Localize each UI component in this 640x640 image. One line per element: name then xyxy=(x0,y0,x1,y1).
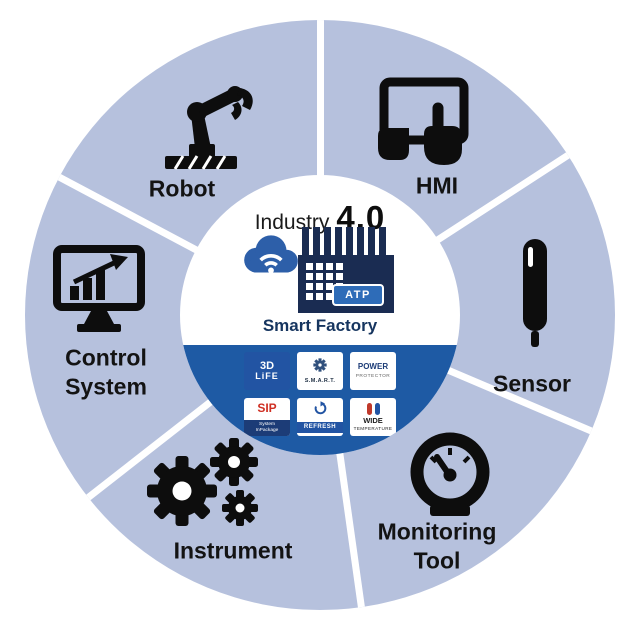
refresh-arrow-icon xyxy=(313,401,328,420)
title-word: Industry xyxy=(254,211,330,234)
badge-3d-life: 3D LiFE xyxy=(244,352,290,390)
segment-label-control: Control System xyxy=(65,344,147,399)
badge-sip-strip: System InPackage xyxy=(244,420,290,436)
badge-power-protector: POWER PROTECTOR xyxy=(350,352,396,390)
badge-3d-life-bottom: LiFE xyxy=(255,371,279,382)
thermometer-icon xyxy=(366,402,372,415)
segment-label-robot: Robot xyxy=(148,175,216,202)
atp-badge: ATP xyxy=(332,284,384,306)
badge-wide-top: WIDE xyxy=(363,415,383,425)
thermometer-icons xyxy=(366,402,380,415)
badge-sip-top: SIP xyxy=(257,401,277,416)
badge-refresh: REFRESH xyxy=(297,398,343,436)
cloud-wifi-icon xyxy=(238,233,304,281)
divider-line xyxy=(317,20,324,316)
badge-sip: SIP System InPackage xyxy=(244,398,290,436)
gear-icon xyxy=(313,358,327,377)
product-badges: 3D LiFE S.M.A.R.T. xyxy=(240,352,400,436)
badge-smart: S.M.A.R.T. xyxy=(297,352,343,390)
badge-wide-temperature: WIDE TEMPERATURE xyxy=(350,398,396,436)
badge-smart-label: S.M.A.R.T. xyxy=(304,378,336,385)
sensor-thermometer-icon xyxy=(514,236,556,350)
badge-power-top: POWER xyxy=(357,361,389,371)
badge-3d-life-top: 3D xyxy=(259,360,275,372)
segment-label-sensor: Sensor xyxy=(493,370,571,397)
smart-factory-label: Smart Factory xyxy=(262,316,378,335)
thermometer-icon xyxy=(374,402,380,415)
robot-arm-icon xyxy=(145,60,263,172)
center-hub: Industry 4.0 xyxy=(180,175,460,455)
badge-power-bottom: PROTECTOR xyxy=(355,373,391,379)
control-monitor-chart-icon xyxy=(52,244,146,336)
segment-label-monitoring: Monitoring Tool xyxy=(377,518,497,573)
instrument-gears-icon xyxy=(146,434,262,531)
hmi-tablet-hands-icon xyxy=(372,70,476,176)
badge-refresh-label: REFRESH xyxy=(297,421,343,434)
segment-label-instrument: Instrument xyxy=(173,537,293,564)
badge-wide-bottom: TEMPERATURE xyxy=(353,426,393,432)
segment-label-hmi: HMI xyxy=(415,172,459,199)
